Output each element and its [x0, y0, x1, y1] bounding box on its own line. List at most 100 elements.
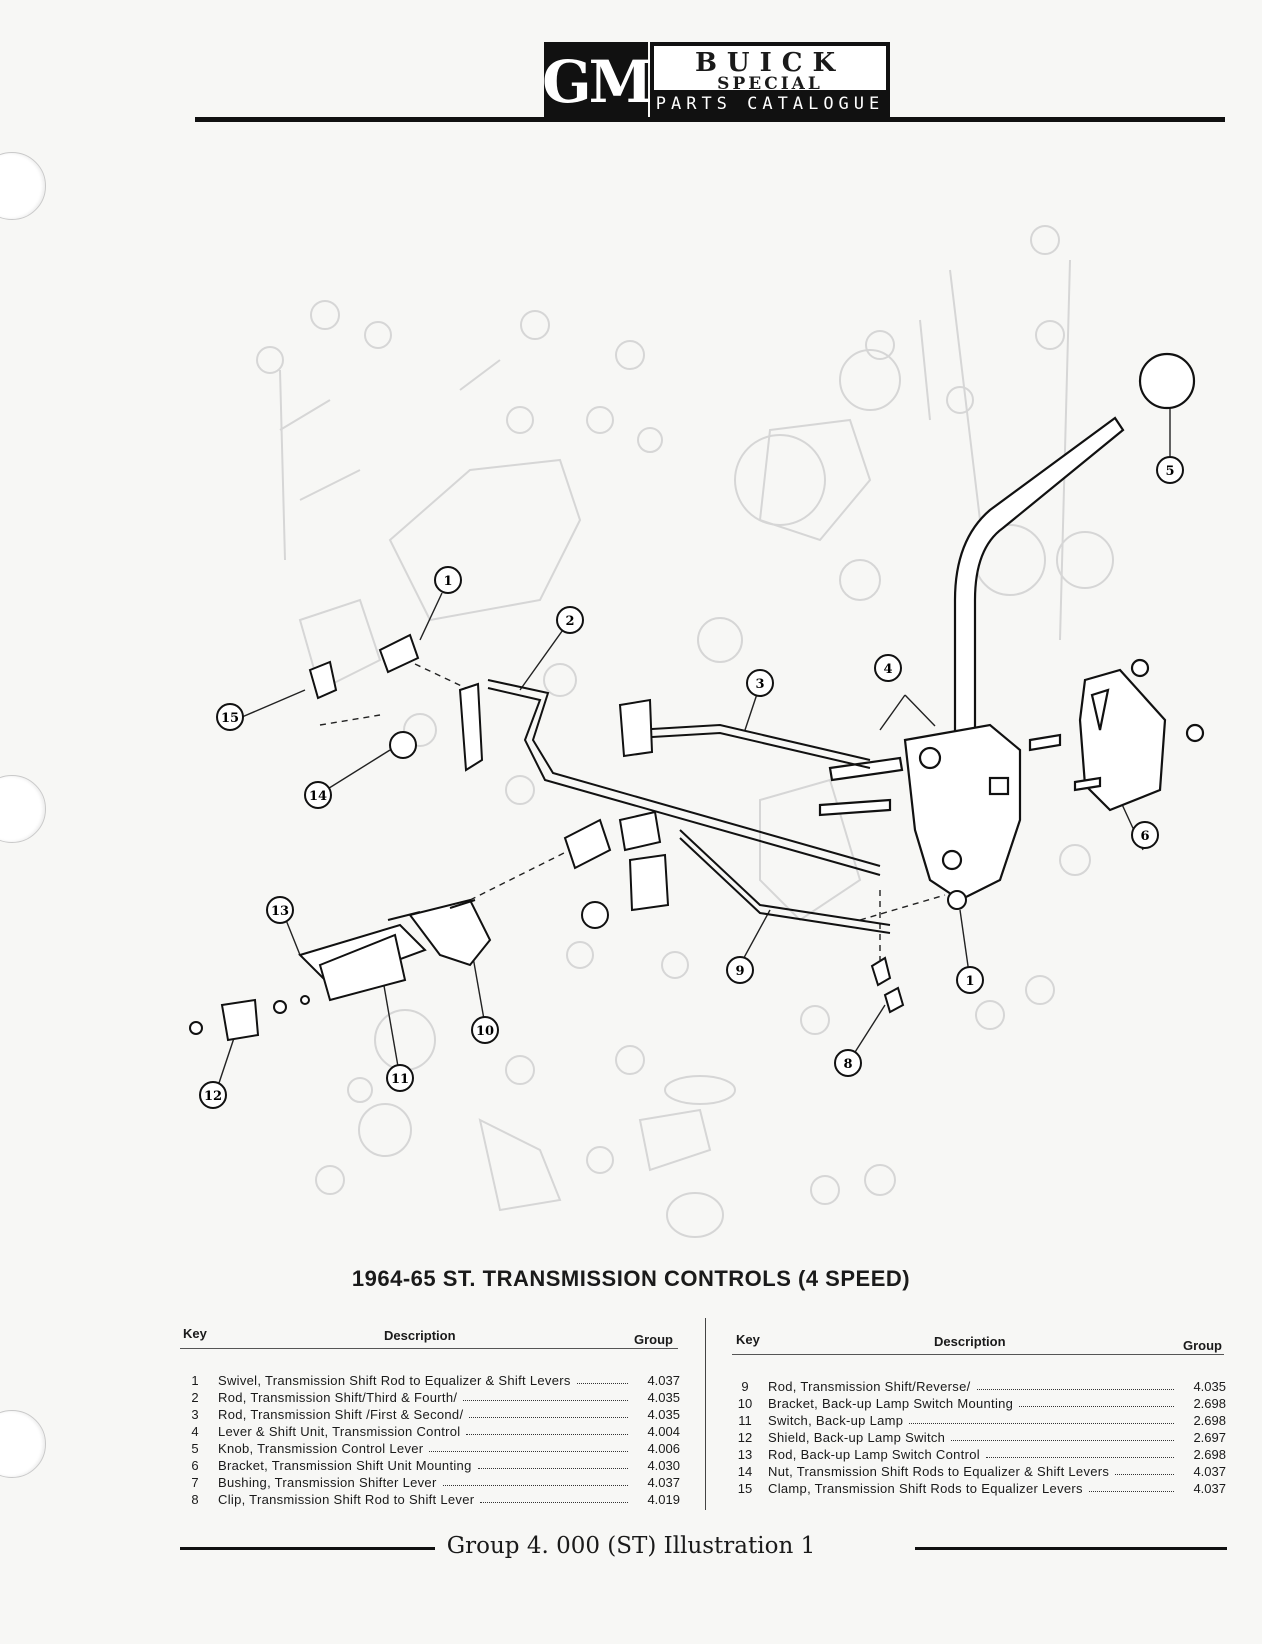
illustration-title: 1964-65 ST. TRANSMISSION CONTROLS (4 SPE… [351, 1266, 911, 1291]
part-description: Rod, Transmission Shift/Third & Fourth/ [218, 1390, 458, 1405]
part-group: 2.698 [1193, 1413, 1226, 1428]
callout-bubbles: 1 2 3 4 5 6 1 8 9 10 11 12 13 14 15 [199, 456, 1184, 1109]
callout-14: 14 [304, 781, 332, 809]
part-key: 7 [191, 1475, 199, 1490]
callout-12: 12 [199, 1081, 227, 1109]
part-description: Knob, Transmission Control Lever [218, 1441, 424, 1456]
left-header-description: Description [384, 1328, 456, 1343]
svg-text:13: 13 [271, 904, 289, 919]
leader-lines [214, 381, 1171, 1096]
part-group: 4.035 [647, 1407, 680, 1422]
part-group: 4.006 [647, 1441, 680, 1456]
left-header-group: Group [634, 1332, 673, 1347]
part-group: 4.035 [647, 1390, 680, 1405]
table-row: 15 Clamp, Transmission Shift Rods to Equa… [732, 1480, 1226, 1497]
part-description: Shield, Back-up Lamp Switch [768, 1430, 946, 1445]
part-description: Bracket, Back-up Lamp Switch Mounting [768, 1396, 1014, 1411]
brand-parts-catalogue: PARTS CATALOGUE [654, 90, 886, 118]
svg-text:6: 6 [1140, 829, 1149, 844]
shift-lever-part-4 [818, 416, 1125, 902]
right-header-rule [732, 1354, 1224, 1355]
part-description: Switch, Back-up Lamp [768, 1413, 904, 1428]
backup-switch-assembly [189, 898, 492, 1042]
gm-logo: GM [542, 42, 653, 122]
right-header-key: Key [736, 1332, 760, 1347]
shift-rods [487, 679, 891, 934]
brand-special: SPECIAL [717, 74, 823, 94]
part-group: 2.697 [1193, 1430, 1226, 1445]
part-key: 14 [737, 1464, 753, 1479]
svg-text:11: 11 [391, 1072, 409, 1087]
callout-1b: 1 [956, 966, 984, 994]
part-group: 4.037 [647, 1475, 680, 1490]
callout-11: 11 [386, 1064, 414, 1092]
part-key: 13 [737, 1447, 753, 1462]
svg-text:12: 12 [204, 1089, 222, 1104]
part-key: 6 [191, 1458, 199, 1473]
parts-list-right: 9 Rod, Transmission Shift/Reverse/4.035 1… [732, 1378, 1226, 1497]
table-row: 12 Shield, Back-up Lamp Switch 2.697 [732, 1429, 1226, 1446]
part-description: Bushing, Transmission Shifter Lever [218, 1475, 437, 1490]
part-group: 4.035 [1193, 1379, 1226, 1394]
svg-text:2: 2 [565, 614, 574, 629]
footer-caption: Group 4. 000 (ST) Illustration 1 [0, 1533, 1262, 1559]
svg-text:1: 1 [965, 974, 974, 989]
part-group: 2.698 [1193, 1396, 1226, 1411]
knob-part-5 [1138, 352, 1196, 410]
part-description: Clip, Transmission Shift Rod to Shift Le… [218, 1492, 475, 1507]
part-description: Clamp, Transmission Shift Rods to Equali… [768, 1481, 1083, 1496]
svg-text:15: 15 [221, 711, 239, 726]
part-key: 8 [191, 1492, 199, 1507]
footer-text: Group 4. 000 (ST) Illustration 1 [434, 1533, 828, 1559]
part-description: Swivel, Transmission Shift Rod to Equali… [218, 1373, 571, 1388]
part-group: 2.698 [1193, 1447, 1226, 1462]
table-row: 9 Rod, Transmission Shift/Reverse/4.035 [732, 1378, 1226, 1395]
callout-2: 2 [556, 606, 584, 634]
callout-13: 13 [266, 896, 294, 924]
callout-1a: 1 [434, 566, 462, 594]
mounting-bracket-part-6 [1028, 658, 1205, 812]
left-header-key: Key [183, 1326, 207, 1341]
part-key: 12 [737, 1430, 753, 1445]
part-key: 9 [741, 1379, 749, 1394]
part-group: 4.037 [1193, 1464, 1226, 1479]
footer-rule-right [915, 1547, 1227, 1550]
left-header-rule [180, 1348, 678, 1349]
part-description: Rod, Back-up Lamp Switch Control [768, 1447, 980, 1462]
right-header-description: Description [934, 1334, 1006, 1349]
svg-text:3: 3 [755, 677, 764, 692]
right-header-group: Group [1183, 1338, 1222, 1353]
part-description: Nut, Transmission Shift Rods to Equalize… [768, 1464, 1110, 1479]
callout-15: 15 [216, 703, 244, 731]
svg-text:9: 9 [735, 964, 744, 979]
footer-rule-left [180, 1547, 500, 1550]
svg-text:5: 5 [1165, 464, 1174, 479]
table-row: 14 Nut, Transmission Shift Rods to Equali… [732, 1463, 1226, 1480]
callout-3: 3 [746, 669, 774, 697]
part-key: 5 [191, 1441, 199, 1456]
table-row: 8 Clip, Transmission Shift Rod to Shift L… [182, 1491, 680, 1508]
header-rule [195, 117, 1225, 122]
svg-text:1: 1 [443, 574, 452, 589]
svg-text:10: 10 [476, 1024, 494, 1039]
part-group: 4.030 [647, 1458, 680, 1473]
table-row: 5 Knob, Transmission Control Lever 4.006 [182, 1440, 680, 1457]
svg-text:14: 14 [309, 789, 327, 804]
part-key: 15 [737, 1481, 753, 1496]
svg-text:8: 8 [843, 1057, 852, 1072]
callout-6: 6 [1131, 821, 1159, 849]
part-key: 4 [191, 1424, 199, 1439]
part-description: Rod, Transmission Shift/Reverse/ [768, 1379, 971, 1394]
part-description: Rod, Transmission Shift /First & Second/ [218, 1407, 464, 1422]
small-hardware [308, 633, 967, 1014]
part-group: 4.019 [647, 1492, 680, 1507]
part-group: 4.037 [647, 1373, 680, 1388]
callout-9: 9 [726, 956, 754, 984]
